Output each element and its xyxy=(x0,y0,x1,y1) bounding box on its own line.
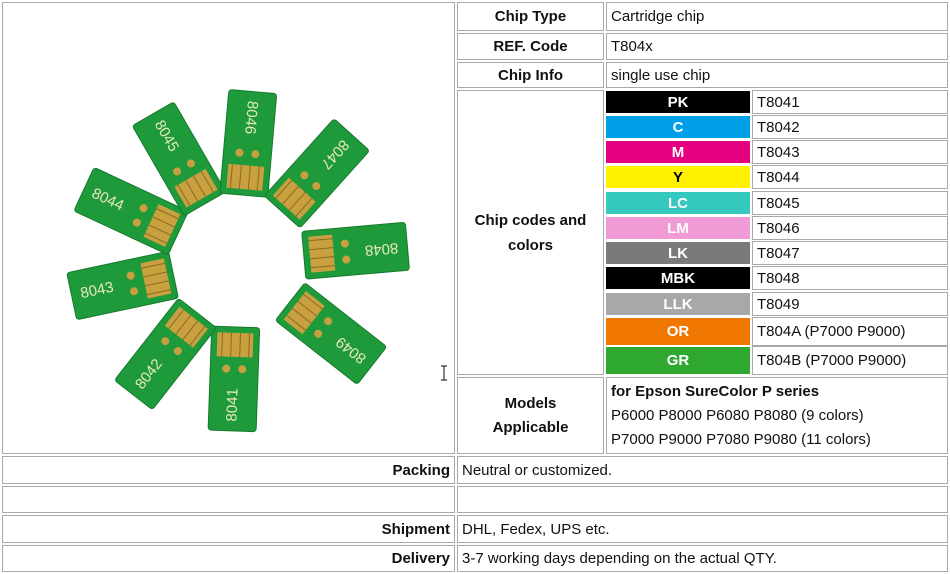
chip-type-label: Chip Type xyxy=(457,2,604,31)
chip-codes-label-text: Chip codes and colors xyxy=(474,211,587,254)
chip-8045: 8045 xyxy=(132,102,226,216)
color-swatch-mbk: MBK xyxy=(606,267,750,289)
models-heading: for Epson SureColor P series xyxy=(611,382,820,400)
models-line-2: P7000 P9000 P7080 P9080 (11 colors) xyxy=(611,430,871,448)
packing-label: Packing xyxy=(2,456,455,484)
color-code-pk: T8041 xyxy=(752,90,948,114)
empty-row-label xyxy=(2,486,455,513)
shipment-value: DHL, Fedex, UPS etc. xyxy=(457,515,948,543)
color-swatch-c: C xyxy=(606,116,750,138)
color-swatch-gr: GR xyxy=(606,347,750,374)
chip-codes-label: Chip codes and colors xyxy=(457,90,604,375)
empty-row-value xyxy=(457,486,948,513)
color-swatch-lc: LC xyxy=(606,192,750,214)
delivery-value: 3-7 working days depending on the actual… xyxy=(457,545,948,572)
chip-label-8041: 8041 xyxy=(223,388,241,422)
chip-label-8048: 8048 xyxy=(364,239,399,259)
color-code-m: T8043 xyxy=(752,140,948,164)
color-code-lm: T8046 xyxy=(752,216,948,240)
color-code-or: T804A (P7000 P9000) xyxy=(752,317,948,346)
chip-8043: 8043 xyxy=(66,251,179,320)
delivery-label: Delivery xyxy=(2,545,455,572)
models-label: Models Applicable xyxy=(457,377,604,454)
color-code-mbk: T8048 xyxy=(752,266,948,290)
chip-8046: 8046 xyxy=(219,89,277,198)
color-swatch-or: OR xyxy=(606,318,750,345)
shipment-label: Shipment xyxy=(2,515,455,543)
ref-code-value: T804x xyxy=(606,33,948,60)
models-value: for Epson SureColor P series P6000 P8000… xyxy=(606,377,948,454)
chip-8049: 8049 xyxy=(275,283,387,384)
color-swatch-lk: LK xyxy=(606,242,750,264)
color-code-gr: T804B (P7000 P9000) xyxy=(752,346,948,375)
color-code-y: T8044 xyxy=(752,165,948,189)
color-code-llk: T8049 xyxy=(752,292,948,316)
chip-type-value: Cartridge chip xyxy=(606,2,948,31)
color-swatch-pk: PK xyxy=(606,91,750,113)
ref-code-label: REF. Code xyxy=(457,33,604,60)
chip-info-label: Chip Info xyxy=(457,62,604,88)
chip-8042: 8042 xyxy=(115,298,216,410)
chip-label-8043: 8043 xyxy=(79,279,115,303)
chip-8044: 8044 xyxy=(74,167,188,255)
chip-8047: 8047 xyxy=(265,119,369,228)
text-cursor-icon xyxy=(441,365,447,381)
chip-label-8046: 8046 xyxy=(241,100,261,135)
color-code-lk: T8047 xyxy=(752,241,948,265)
models-label-line-1: Models xyxy=(504,394,557,412)
packing-value: Neutral or customized. xyxy=(457,456,948,484)
color-code-lc: T8045 xyxy=(752,191,948,215)
color-swatch-llk: LLK xyxy=(606,293,750,315)
models-label-line-2: Applicable xyxy=(492,418,569,436)
color-code-c: T8042 xyxy=(752,115,948,139)
color-swatch-y: Y xyxy=(606,166,750,188)
models-line-1: P6000 P8000 P6080 P8080 (9 colors) xyxy=(611,406,864,424)
color-swatch-m: M xyxy=(606,141,750,163)
color-swatch-lm: LM xyxy=(606,217,750,239)
chip-8048: 8048 xyxy=(301,222,410,280)
chip-info-value: single use chip xyxy=(606,62,948,88)
chip-8041: 8041 xyxy=(207,325,261,433)
